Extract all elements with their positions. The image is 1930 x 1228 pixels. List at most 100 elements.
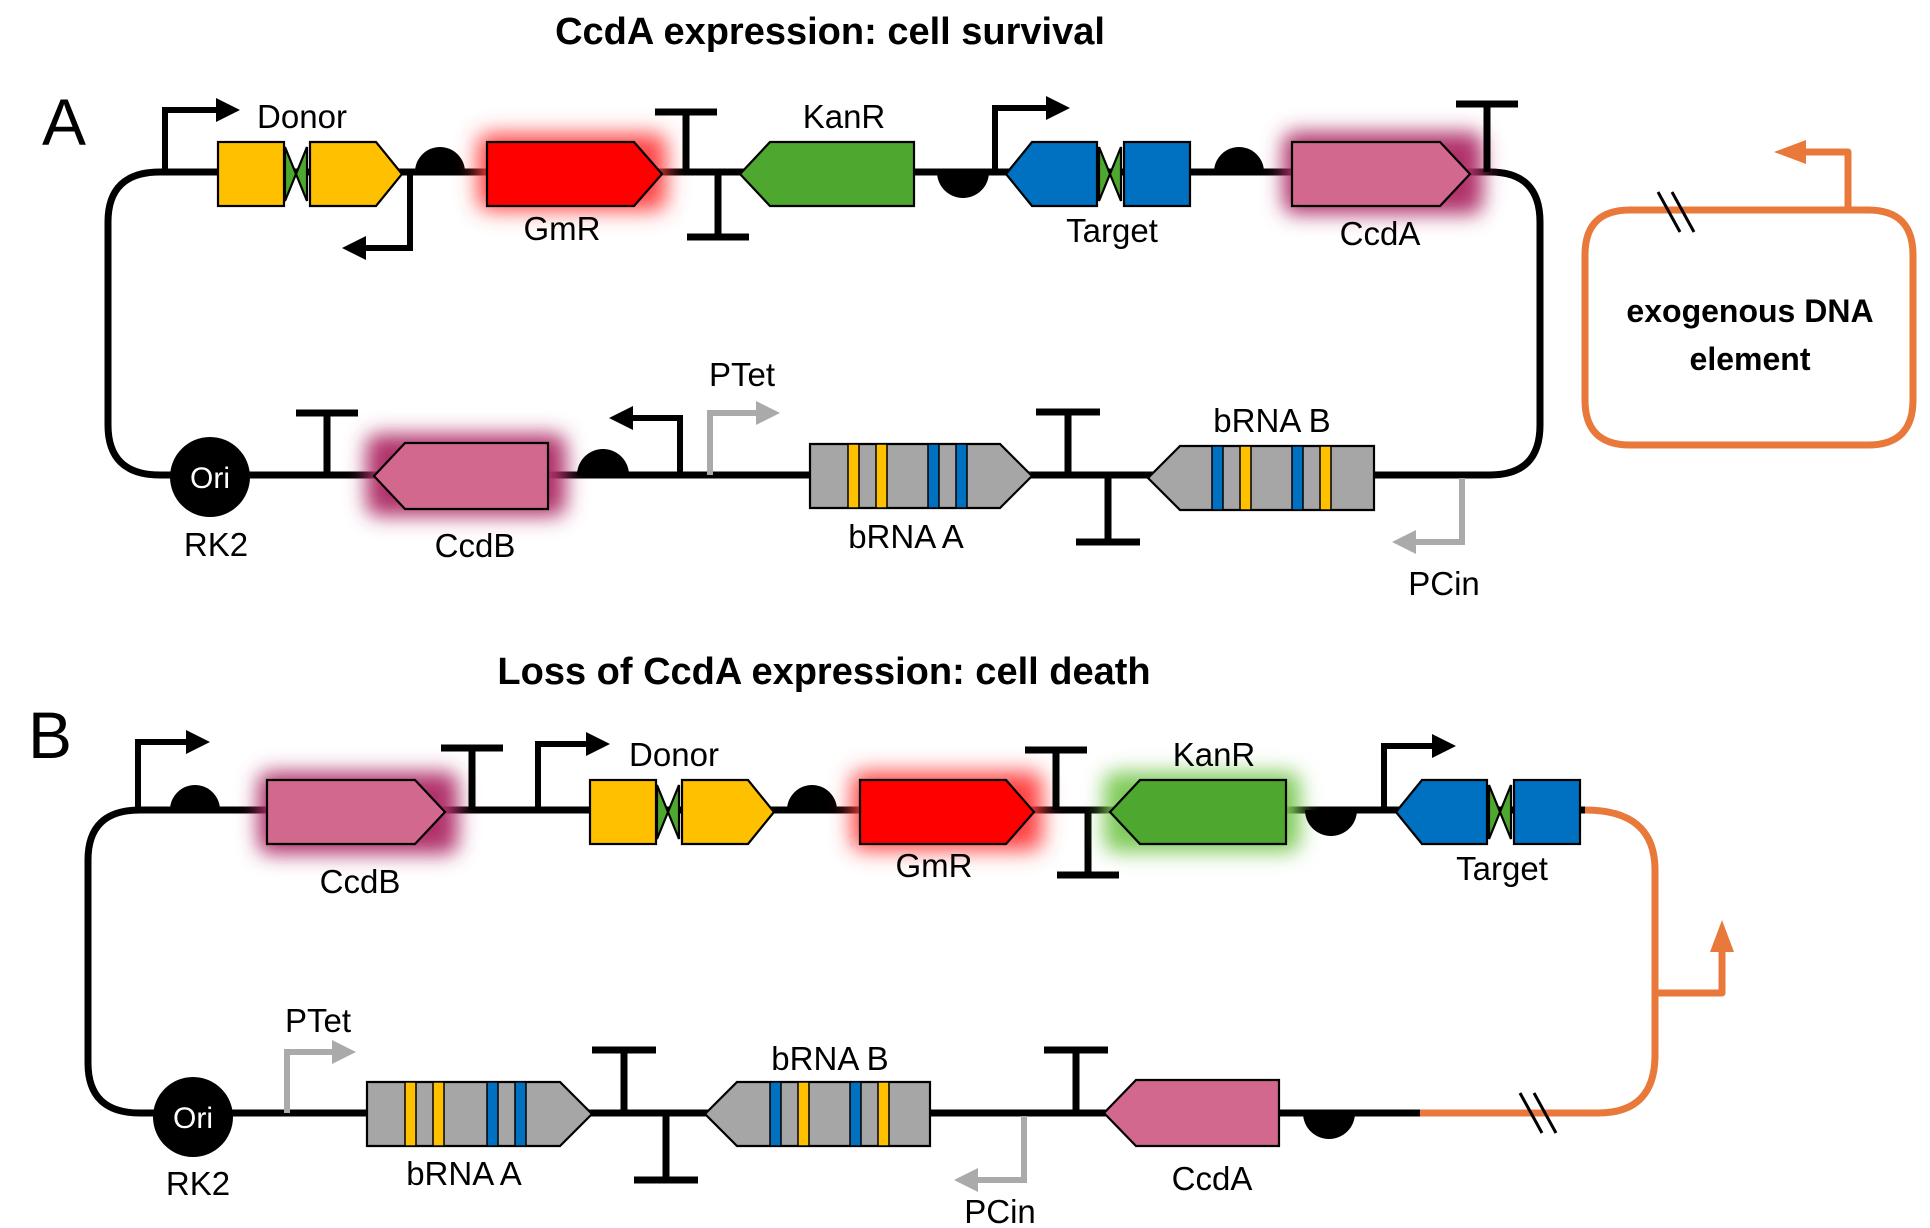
- brna-b-label-a: bRNA B: [1213, 402, 1330, 439]
- pcin-label-a: PCin: [1408, 565, 1480, 602]
- terminator-icon: [1076, 475, 1140, 546]
- ccda-gene-b: [1102, 1078, 1281, 1148]
- promoter-arrow-icon: [162, 98, 240, 172]
- donor-label-b: Donor: [629, 736, 719, 773]
- brna-b-gene-a: [1146, 444, 1376, 512]
- rbs-icon: [170, 785, 220, 810]
- brna-a-gene-a: [808, 442, 1034, 510]
- brna-a-label-a: bRNA A: [848, 518, 964, 555]
- recombination-site-icon: [1487, 784, 1502, 840]
- ori-label-a: Ori: [190, 462, 230, 495]
- target-gene-b: [1394, 778, 1582, 846]
- ori-label-b: Ori: [173, 1102, 213, 1135]
- promoter-arrow-icon: [609, 406, 683, 475]
- panel-a-title: CcdA expression: cell survival: [555, 11, 1105, 53]
- promoter-arrow-icon: [707, 401, 780, 475]
- kanr-gene-b: [1108, 778, 1288, 846]
- terminator-icon: [296, 409, 358, 475]
- donor-gene-b: [588, 778, 776, 846]
- kanr-gene-a: [738, 140, 916, 208]
- promoter-arrow-icon: [342, 172, 413, 260]
- brna-a-label-b: bRNA A: [406, 1155, 522, 1192]
- panel-a-letter: A: [42, 85, 86, 159]
- rbs-icon: [1303, 1113, 1355, 1139]
- terminator-icon: [592, 1046, 656, 1113]
- donor-gene-left-block: [216, 140, 286, 208]
- break-mark-icon: [1656, 191, 1696, 233]
- rbs-icon: [1305, 810, 1357, 836]
- promoter-arrow-icon: [1392, 478, 1465, 554]
- origin-of-replication-icon: Ori: [153, 1077, 233, 1157]
- pcin-label-b: PCin: [964, 1193, 1036, 1228]
- ptet-label-a: PTet: [709, 356, 775, 393]
- terminator-icon: [655, 108, 717, 172]
- panel-b-letter: B: [28, 698, 72, 772]
- terminator-icon: [687, 172, 749, 241]
- donor-label-a: Donor: [257, 98, 347, 135]
- ptet-label-b: PTet: [285, 1002, 351, 1039]
- ccda-gene-a: [1290, 140, 1472, 208]
- recombination-site-icon: [1498, 784, 1513, 840]
- kanr-label-b: KanR: [1173, 736, 1256, 773]
- origin-of-replication-icon: Ori: [170, 437, 250, 517]
- target-label-a: Target: [1066, 212, 1158, 249]
- recombination-site-icon: [294, 146, 309, 202]
- promoter-arrow-icon: [1381, 734, 1456, 810]
- donor-gene-a: [216, 140, 404, 208]
- terminator-icon: [634, 1113, 698, 1184]
- target-gene-a: [1004, 140, 1192, 208]
- promoter-arrow-icon: [1655, 920, 1734, 997]
- ccda-label-a: CcdA: [1340, 215, 1421, 252]
- terminator-icon: [441, 744, 503, 810]
- promoter-arrow-icon: [954, 1116, 1027, 1192]
- terminator-icon: [1025, 746, 1087, 810]
- promoter-arrow-icon: [535, 732, 610, 810]
- rbs-icon: [937, 172, 989, 198]
- donor-gene-right-arrow: [308, 140, 404, 208]
- exogenous-element-line-1: exogenous DNA: [1626, 293, 1873, 329]
- ccdb-gene-a: [372, 441, 550, 511]
- brna-a-gene-b: [365, 1080, 594, 1148]
- rk2-label-b: RK2: [166, 1165, 230, 1202]
- rbs-icon: [415, 147, 465, 172]
- break-mark-icon: [1518, 1092, 1558, 1134]
- rbs-icon: [577, 449, 629, 475]
- terminator-icon: [1036, 408, 1100, 475]
- plasmid-backbone-b: [84, 806, 1585, 1117]
- panel-b: Loss of CcdA expression: cell death B Cc…: [28, 651, 1734, 1228]
- promoter-arrow-icon: [992, 96, 1070, 172]
- ccdb-label-b: CcdB: [320, 863, 401, 900]
- recombination-site-icon: [1097, 146, 1112, 202]
- brna-b-gene-b: [703, 1080, 932, 1148]
- promoter-arrow-icon: [1774, 140, 1852, 210]
- gmr-label-b: GmR: [896, 847, 973, 884]
- exogenous-dna-insert-b: [1420, 806, 1659, 1117]
- gmr-label-a: GmR: [524, 210, 601, 247]
- rbs-icon: [1214, 147, 1264, 172]
- gmr-gene-a: [485, 140, 664, 208]
- rk2-label-a: RK2: [184, 526, 248, 563]
- exogenous-dna-loop: [1581, 206, 1917, 449]
- terminator-icon: [1057, 810, 1119, 879]
- recombination-site-icon: [283, 146, 298, 202]
- ccda-label-b: CcdA: [1172, 1160, 1253, 1197]
- target-gene-arrow: [1004, 140, 1099, 208]
- gmr-gene-b: [858, 778, 1036, 846]
- panel-a: CcdA expression: cell survival A Donor G…: [42, 11, 1917, 602]
- terminator-icon: [1456, 100, 1518, 172]
- ccdb-gene-b: [265, 778, 447, 846]
- rbs-icon: [787, 785, 837, 810]
- recombination-site-icon: [655, 784, 670, 840]
- promoter-arrow-icon: [135, 730, 210, 810]
- promoter-arrow-icon: [284, 1040, 356, 1113]
- brna-b-label-b: bRNA B: [771, 1040, 888, 1077]
- target-gene-block: [1122, 140, 1192, 208]
- exogenous-element-line-2: element: [1690, 341, 1811, 377]
- recombination-site-icon: [1108, 146, 1123, 202]
- kanr-label-a: KanR: [803, 98, 886, 135]
- target-label-b: Target: [1456, 850, 1548, 887]
- panel-b-title: Loss of CcdA expression: cell death: [497, 651, 1150, 693]
- recombination-site-icon: [666, 784, 681, 840]
- ccdb-label-a: CcdB: [435, 527, 516, 564]
